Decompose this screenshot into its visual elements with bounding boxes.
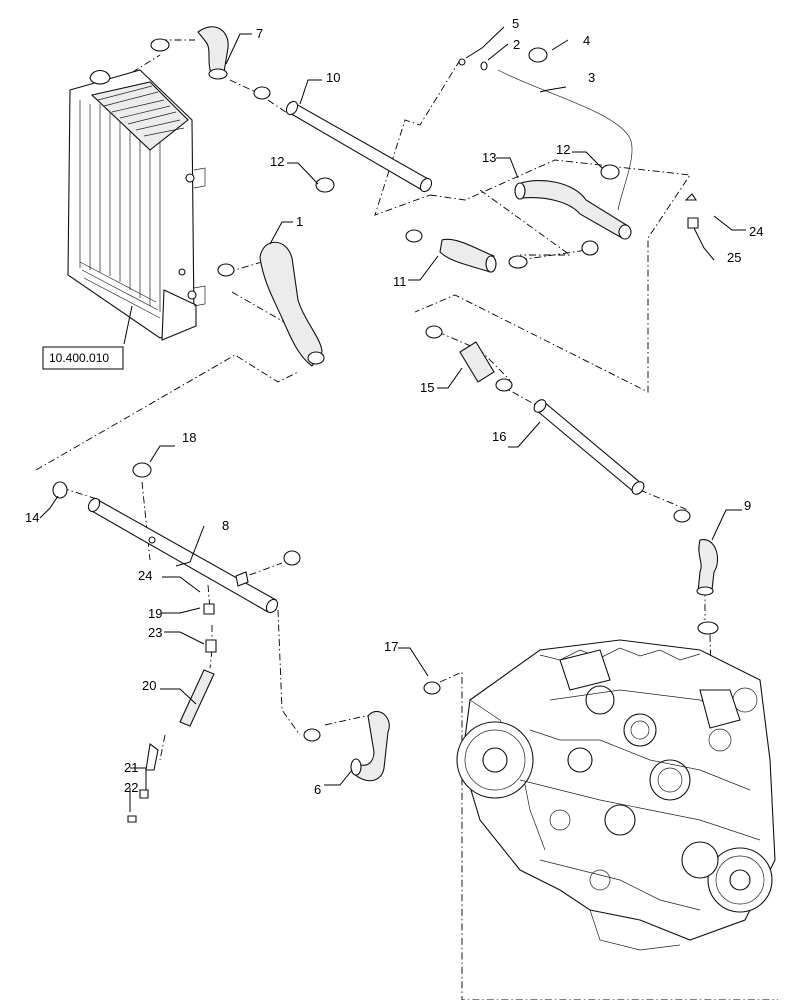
callout-3: 3 (588, 70, 595, 85)
callout-10: 10 (326, 70, 340, 85)
engine (456, 639, 776, 951)
hose-13 (517, 180, 629, 239)
callout-5: 5 (512, 16, 519, 31)
callout-9: 9 (744, 498, 751, 513)
callout-4: 4 (583, 33, 590, 48)
callout-12b: 12 (556, 142, 570, 157)
leader-lines (39, 26, 746, 812)
callout-18: 18 (182, 430, 196, 445)
pipe-16 (535, 401, 643, 493)
callout-16: 16 (492, 429, 506, 444)
clamps (52, 38, 719, 742)
pipe-10 (287, 103, 431, 191)
callout-8: 8 (222, 518, 229, 533)
callout-15: 15 (420, 380, 434, 395)
callout-22: 22 (124, 780, 138, 795)
callout-1: 1 (296, 214, 303, 229)
callout-17: 17 (384, 639, 398, 654)
callout-7: 7 (256, 26, 263, 41)
callout-6: 6 (314, 782, 321, 797)
reference-box[interactable]: 10.400.010 (42, 346, 124, 370)
hose-7 (197, 26, 229, 77)
hose-1 (259, 241, 323, 367)
radiator (67, 69, 206, 341)
hose-9 (697, 539, 718, 593)
callout-numbers: 1 2 3 4 5 6 7 8 9 10 11 12 12 13 14 15 1… (25, 16, 763, 797)
hose-6 (351, 710, 390, 782)
coupling-15 (459, 341, 495, 383)
pipe-8 (89, 499, 277, 613)
callout-21: 21 (124, 760, 138, 775)
callout-13: 13 (482, 150, 496, 165)
callout-23: 23 (148, 625, 162, 640)
hose-20 (179, 669, 215, 727)
callout-24b: 24 (749, 224, 763, 239)
callout-20: 20 (142, 678, 156, 693)
callout-11: 11 (393, 274, 407, 289)
reference-box-label: 10.400.010 (49, 351, 109, 365)
callout-25: 25 (727, 250, 741, 265)
callout-19: 19 (148, 606, 162, 621)
callout-24a: 24 (138, 568, 152, 583)
callout-12a: 12 (270, 154, 284, 169)
bleed-line-3 (497, 69, 633, 211)
callout-2: 2 (513, 37, 520, 52)
callout-14: 14 (25, 510, 39, 525)
